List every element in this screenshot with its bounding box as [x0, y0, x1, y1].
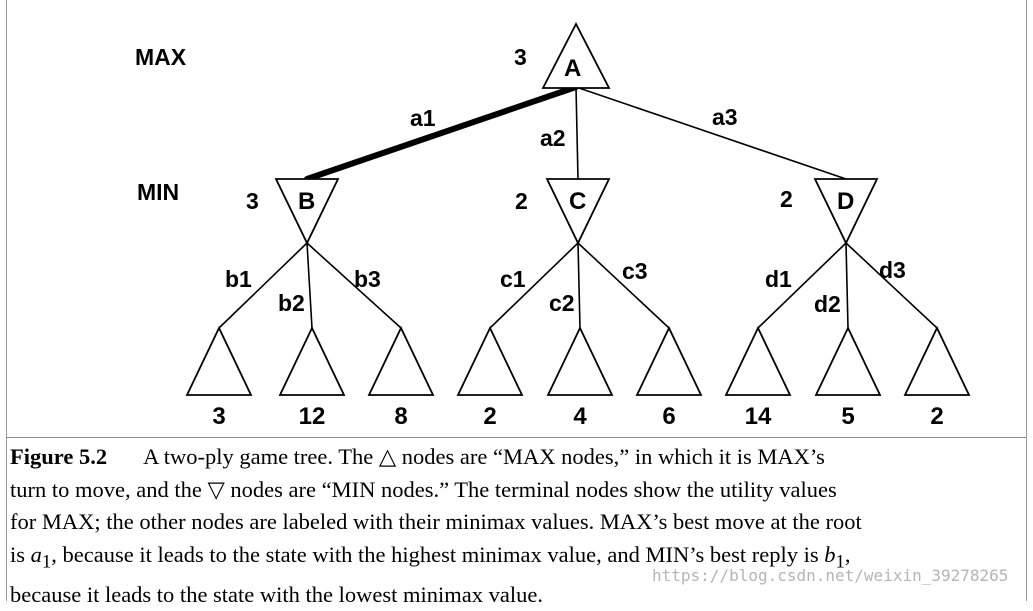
- caption-text: ; the other nodes are labeled with their…: [94, 509, 599, 534]
- caption-text: is: [10, 542, 31, 567]
- edge-label-b2: b2: [278, 290, 305, 316]
- caption-line-2: turn to move, and the ▽ nodes are “MIN n…: [10, 474, 1026, 507]
- caption-min-term: MIN: [645, 542, 689, 567]
- leaf-value-c3: 6: [662, 403, 675, 430]
- node-letter-A: A: [564, 55, 581, 82]
- leaf-triangle-d2: [816, 328, 880, 395]
- edge-label-c2: c2: [549, 290, 575, 316]
- caption-line-1: Figure 5.2 A two-ply game tree. The △ nod…: [10, 441, 1026, 474]
- node-letter-B: B: [298, 188, 315, 215]
- leaf-triangle-c3: [637, 328, 701, 395]
- caption-text: , because it leads to the state with the…: [51, 542, 645, 567]
- edge-c3: [578, 243, 669, 328]
- edge-label-d2: d2: [814, 291, 841, 317]
- caption-max-term: MAX: [42, 509, 95, 534]
- level-label-min: MIN: [137, 179, 179, 205]
- leaf-value-b2: 12: [299, 403, 326, 430]
- caption-math-b: b: [824, 542, 835, 567]
- edge-d3: [846, 243, 937, 328]
- edge-label-a3: a3: [712, 104, 738, 130]
- caption-max-term: MAX: [757, 444, 810, 469]
- edge-label-c3: c3: [622, 258, 648, 284]
- caption-text: nodes.” The terminal nodes show the util…: [375, 477, 836, 502]
- leaf-value-c2: 4: [573, 403, 587, 430]
- node-value-C: 2: [515, 188, 528, 214]
- caption-text: A two-ply game tree. The △ nodes are “: [143, 444, 503, 469]
- node-value-A: 3: [514, 44, 527, 70]
- leaf-triangle-c2: [548, 328, 612, 395]
- caption-math-sub: 1: [42, 551, 51, 572]
- leaf-triangle-b3: [369, 328, 433, 395]
- edge-c2: [578, 243, 580, 328]
- caption-max-term: MAX: [503, 444, 556, 469]
- edge-b2: [307, 243, 312, 328]
- edge-label-b3: b3: [354, 266, 381, 292]
- leaf-triangle-d1: [726, 328, 790, 395]
- caption-line-3: for MAX; the other nodes are labeled wit…: [10, 506, 1026, 539]
- leaf-triangle-c1: [458, 328, 522, 395]
- caption-text: ,: [845, 542, 851, 567]
- leaf-value-d3: 2: [930, 403, 943, 430]
- edge-label-d1: d1: [765, 266, 792, 292]
- level-label-max: MAX: [135, 44, 187, 70]
- caption-max-term: MAX: [600, 509, 653, 534]
- caption-text: ’s: [810, 444, 825, 469]
- node-value-B: 3: [246, 188, 259, 214]
- leaf-value-d2: 5: [841, 403, 854, 430]
- edge-a1: [307, 87, 576, 179]
- watermark-text: https://blog.csdn.net/weixin_39278265: [652, 566, 1008, 585]
- caption-math-a: a: [31, 542, 42, 567]
- leaf-value-c1: 2: [483, 403, 496, 430]
- edge-a3: [576, 87, 846, 179]
- caption-text: ’s best move at the root: [652, 509, 861, 534]
- edge-label-a1: a1: [410, 105, 436, 131]
- edge-label-a2: a2: [540, 125, 566, 151]
- edge-label-b1: b1: [225, 266, 252, 292]
- caption-divider: [7, 437, 1026, 438]
- leaf-triangle-b2: [280, 328, 344, 395]
- node-letter-D: D: [837, 188, 854, 215]
- caption-text: for: [10, 509, 42, 534]
- figure-caption: Figure 5.2 A two-ply game tree. The △ nod…: [10, 441, 1026, 611]
- edge-d2: [846, 243, 848, 328]
- caption-text: nodes,” in which it is: [555, 444, 757, 469]
- leaf-triangle-d3: [905, 328, 969, 395]
- figure-label: Figure 5.2: [10, 444, 107, 469]
- edge-label-c1: c1: [500, 266, 526, 292]
- leaf-triangle-b1: [187, 328, 251, 395]
- caption-min-term: MIN: [332, 477, 376, 502]
- leaf-value-b1: 3: [212, 403, 225, 430]
- caption-text: turn to move, and the ▽ nodes are “: [10, 477, 332, 502]
- edge-label-d3: d3: [879, 257, 906, 283]
- caption-text: ’s best reply is: [689, 542, 824, 567]
- edge-a2: [576, 87, 578, 179]
- node-letter-C: C: [569, 188, 586, 215]
- node-value-D: 2: [780, 186, 793, 212]
- leaf-value-d1: 14: [745, 403, 772, 430]
- leaf-value-b3: 8: [394, 403, 407, 430]
